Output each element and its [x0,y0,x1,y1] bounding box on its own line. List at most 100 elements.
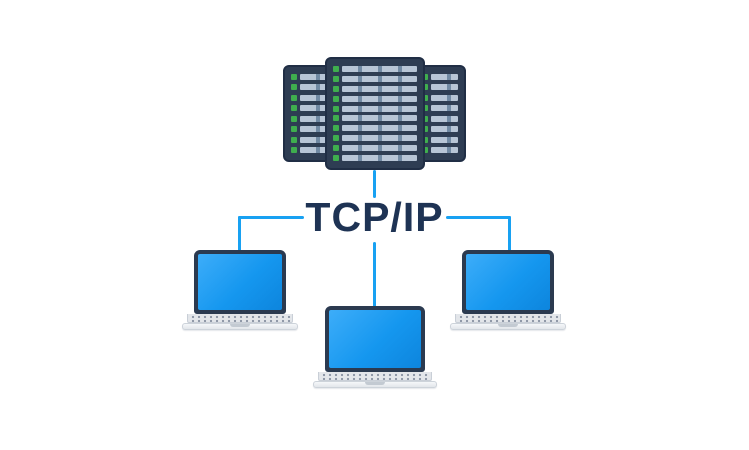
led-indicator-icon [333,125,339,132]
led-indicator-icon [333,115,339,122]
laptop-keyboard [318,372,432,381]
server-slot [422,146,458,153]
drive-bay-bar [431,136,458,143]
laptop-keyboard [187,314,293,323]
connector-right-horizontal [446,216,511,219]
server-slot [291,84,327,91]
drive-bay-bar [431,74,458,80]
led-indicator-icon [291,115,297,122]
led-indicator-icon [291,84,297,91]
led-indicator-icon [422,94,428,101]
server-slot [333,105,417,112]
drive-bay-bar [431,126,458,133]
laptop-base [450,323,566,330]
drive-bay-bar [342,95,417,102]
server-slot [291,94,327,101]
server-slot [291,146,327,153]
laptop-center [313,306,437,388]
drive-bay-bar [300,136,327,143]
led-indicator-icon [422,74,428,80]
drive-bay-bar [431,146,458,153]
server-slot [291,136,327,143]
connector-center-down [373,242,376,307]
server-slot [333,66,417,72]
drive-bay-bar [342,115,417,122]
server-slot [422,126,458,133]
led-indicator-icon [333,95,339,102]
led-indicator-icon [422,105,428,112]
laptop-keyboard [455,314,561,323]
drive-bay-bar [300,84,327,91]
connector-right-down [508,216,511,252]
laptop-left [182,250,298,330]
server-slot [333,125,417,132]
server-slot [333,95,417,102]
server-slot [333,85,417,92]
drive-bay-bar [300,115,327,122]
drive-bay-bar [342,145,417,151]
connector-left-down [238,216,241,252]
led-indicator-icon [422,136,428,143]
laptop-screen [325,306,425,372]
laptop-base [182,323,298,330]
server-slot [422,136,458,143]
led-indicator-icon [422,84,428,91]
drive-bay-bar [431,115,458,122]
server-slot [333,154,417,161]
laptop-display [198,254,282,310]
led-indicator-icon [291,105,297,112]
drive-bay-bar [300,105,327,112]
led-indicator-icon [333,135,339,142]
drive-bay-bar [342,154,417,161]
drive-bay-bar [431,105,458,112]
led-indicator-icon [291,94,297,101]
led-indicator-icon [291,136,297,143]
led-indicator-icon [333,105,339,112]
drive-bay-bar [300,74,327,80]
led-indicator-icon [333,145,339,151]
led-indicator-icon [291,126,297,133]
drive-bay-bar [342,135,417,142]
drive-bay-bar [300,94,327,101]
laptop-screen [462,250,554,314]
drive-bay-bar [342,75,417,82]
server-slot [333,145,417,151]
led-indicator-icon [333,66,339,72]
led-indicator-icon [291,146,297,153]
led-indicator-icon [333,154,339,161]
drive-bay-bar [342,105,417,112]
led-indicator-icon [422,115,428,122]
connector-left-horizontal [238,216,304,219]
led-indicator-icon [291,74,297,80]
drive-bay-bar [342,125,417,132]
laptop-screen [194,250,286,314]
server-slot [333,115,417,122]
server-slot [291,74,327,80]
laptop-base [313,381,437,388]
laptop-display [329,310,421,368]
led-indicator-icon [333,75,339,82]
laptop-display [466,254,550,310]
drive-bay-bar [431,94,458,101]
server-slot [333,75,417,82]
server-slot [422,105,458,112]
server-slot [422,74,458,80]
server-slot [422,84,458,91]
led-indicator-icon [333,85,339,92]
led-indicator-icon [422,146,428,153]
drive-bay-bar [300,146,327,153]
server-slot [291,105,327,112]
server-slot [422,115,458,122]
drive-bay-bar [431,84,458,91]
connector-server-down [373,170,376,198]
server-slot [422,94,458,101]
laptop-right [450,250,566,330]
server-tower-center [325,57,425,170]
server-slot [333,135,417,142]
server-slot [291,115,327,122]
tcpip-label: TCP/IP [305,194,444,240]
server-slot [291,126,327,133]
drive-bay-bar [342,66,417,72]
drive-bay-bar [342,85,417,92]
